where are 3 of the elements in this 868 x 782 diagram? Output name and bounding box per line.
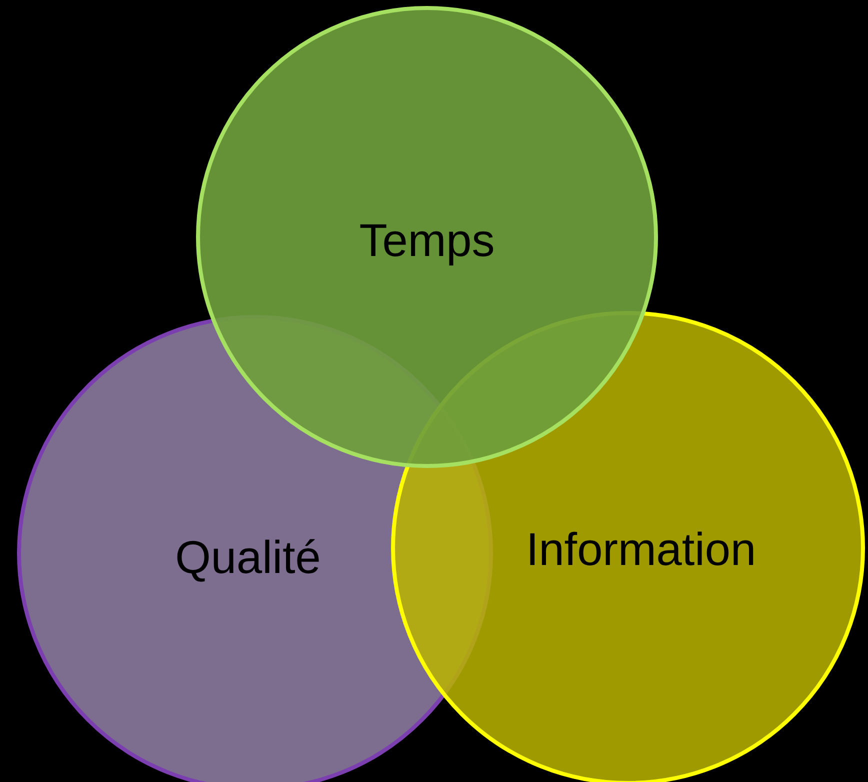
circle-label: Qualité: [175, 530, 321, 584]
circle-label: Temps: [359, 213, 495, 267]
circle-label: Information: [526, 522, 756, 576]
